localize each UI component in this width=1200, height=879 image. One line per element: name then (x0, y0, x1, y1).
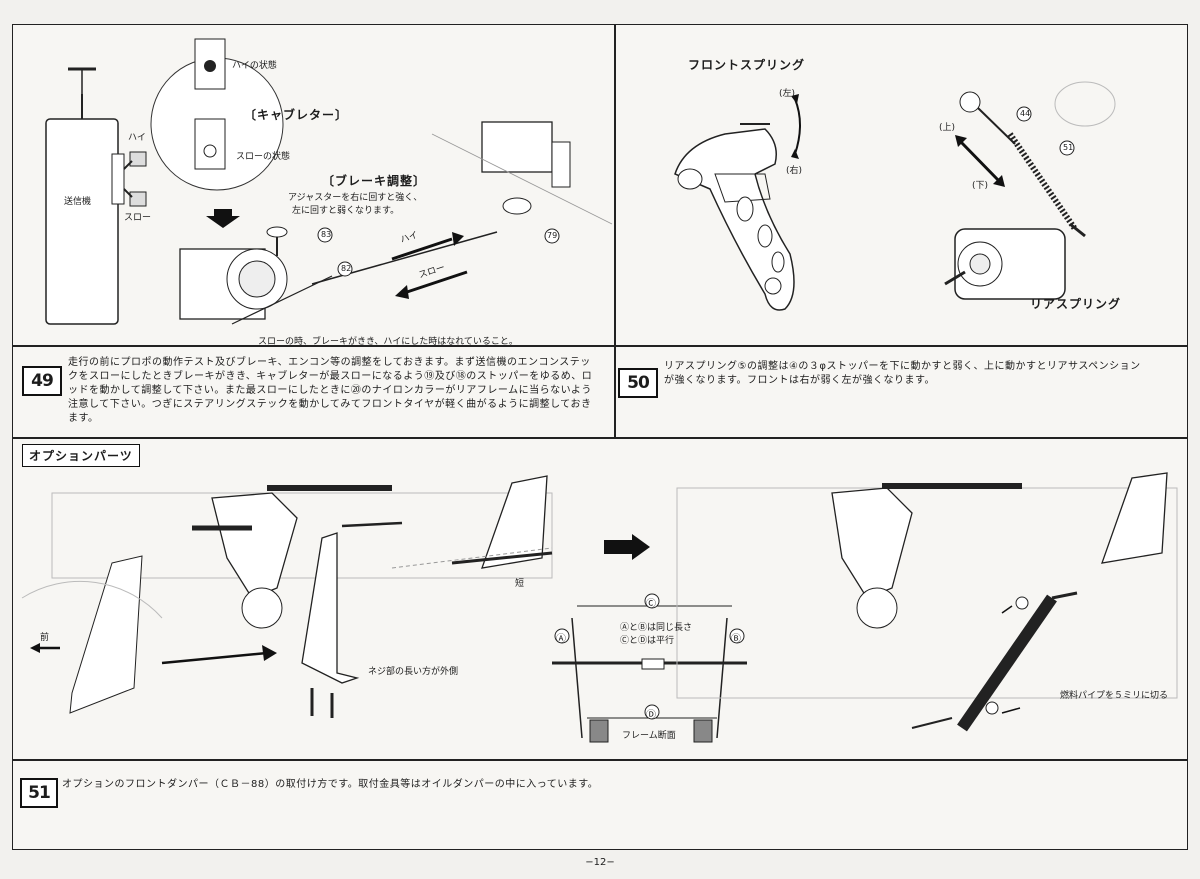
part-51-label: 51 (1063, 143, 1074, 152)
high-label: ハイ (128, 133, 146, 143)
b-label: Ⓑ (731, 634, 741, 645)
short-label: 短 (515, 579, 525, 589)
frame-section-label: フレーム断面 (622, 731, 676, 741)
part-79-label: 79 (547, 231, 558, 240)
front-spring-title: フロントスプリング (688, 58, 806, 72)
step49-number: 49 (22, 366, 62, 396)
step51-text: オプションのフロントダンパー（ＣＢ－88）の取付け方です。取付金具等はオイルダン… (62, 779, 599, 790)
fuel-pipe-note: 燃料パイプを５ミリに切る (1060, 691, 1169, 701)
transmitter-label: 送信機 (64, 197, 92, 207)
part-44-label: 44 (1020, 109, 1031, 118)
step50-text: リアスプリング⑤の調整は④の３φストッパーを下に動かすと弱く、上に動かすとリアサ… (664, 361, 1141, 386)
brake-note-line2: 左に回すと弱くなります。 (292, 206, 400, 216)
left-label: (左) (779, 89, 796, 99)
c-label: Ⓒ (646, 599, 656, 610)
options-illustration (21, 472, 1178, 743)
spring-illustration (674, 81, 1116, 311)
step49-panel (12, 346, 615, 438)
ab-note: ⒶとⒷは同じ長さ (620, 623, 693, 633)
slow-label: スロー (124, 213, 152, 223)
carburetor-illustration (45, 38, 613, 325)
right-label: (右) (786, 166, 803, 176)
brake-adjust-title: 〔ブレーキ調整〕 (322, 174, 427, 188)
high-state-label: ハイの状態 (232, 61, 277, 71)
step50-panel (615, 346, 1188, 438)
part-83-label: 83 (321, 230, 332, 239)
screw-note: ネジ部の長い方が外側 (368, 667, 459, 677)
step49-text: 走行の前にプロポの動作テスト及びブレーキ、エンコン等の調整をしておきます。まず送… (68, 357, 593, 424)
d-label: Ⓓ (646, 710, 656, 721)
a-label: Ⓐ (556, 634, 566, 645)
part-82-label: 82 (341, 264, 352, 273)
options-title: オプションパーツ (22, 444, 140, 467)
carburetor-caption: スローの時、ブレーキがきき、ハイにした時はなれていること。 (258, 337, 518, 347)
rear-spring-title: リアスプリング (1030, 297, 1122, 311)
carburetor-title: 〔キャブレター〕 (244, 108, 349, 122)
up-label: (上) (939, 123, 956, 133)
page-number: −12− (585, 857, 615, 868)
slow-state-label: スローの状態 (236, 152, 291, 162)
step51-panel (12, 760, 1188, 850)
step50-number: 50 (618, 368, 658, 398)
spring-panel (615, 24, 1188, 346)
step51-number: 51 (20, 778, 58, 808)
down-label: (下) (972, 181, 989, 191)
front-direction-label: 前 (40, 633, 50, 643)
brake-note-line1: アジャスターを右に回すと強く、 (288, 193, 423, 203)
cd-note: ⒸとⒹは平行 (620, 636, 675, 646)
